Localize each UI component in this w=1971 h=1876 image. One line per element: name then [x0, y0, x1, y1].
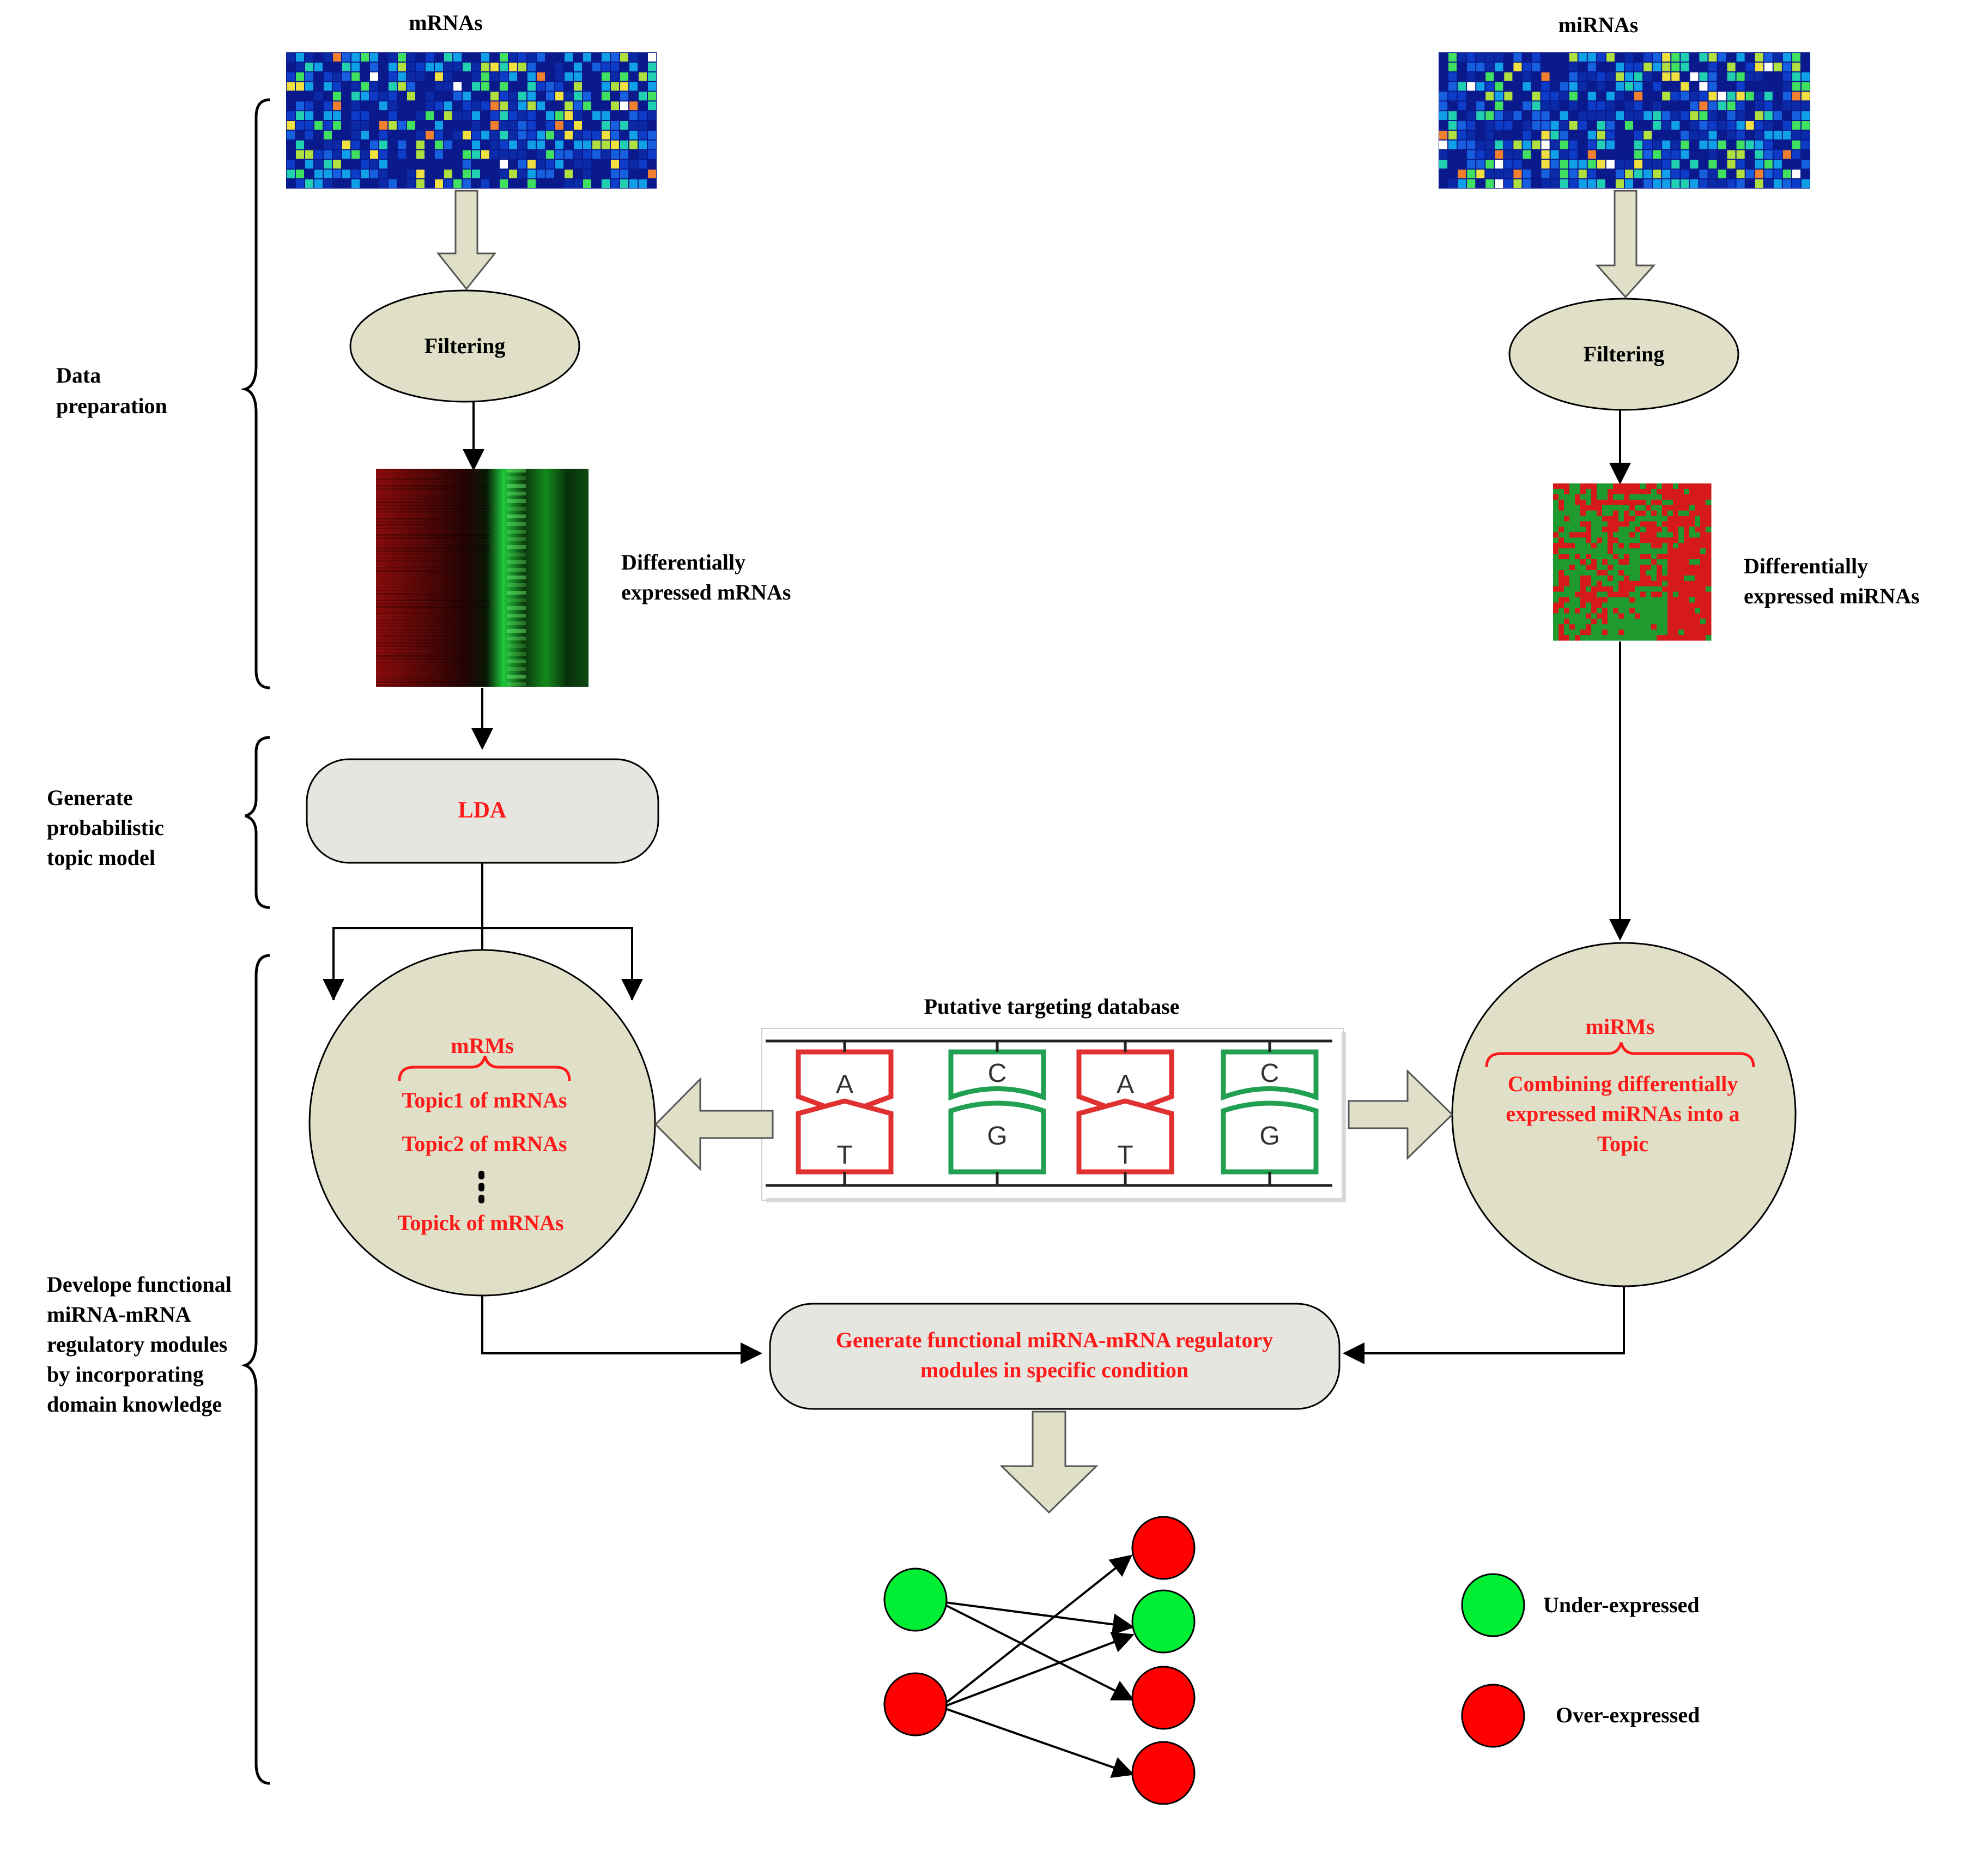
mrna-microarray-image: [286, 52, 657, 189]
mrms-topick: Topick of mRNAs: [397, 1211, 563, 1235]
topic-model-label-2: probabilistic: [47, 815, 164, 840]
mrms-circle: [308, 949, 656, 1297]
legend-over-swatch: [1461, 1684, 1525, 1748]
mrna-to-filter-arrow: [436, 190, 497, 291]
develop-modules-label-5: domain knowledge: [47, 1392, 222, 1417]
mirms-brace: [1485, 1042, 1755, 1068]
dna-base-top-letter: C: [1260, 1059, 1279, 1088]
network-mrna-over-node-3: [1131, 1741, 1196, 1805]
data-preparation-label-1: Data: [56, 363, 101, 388]
develop-modules-phase: Develope functional miRNA-mRNA regulator…: [47, 954, 270, 1785]
legend-under-swatch: [1461, 1573, 1525, 1637]
mrms-topic2: Topic2 of mRNAs: [402, 1131, 567, 1156]
dna-base-bottom-letter: G: [987, 1122, 1007, 1151]
generate-modules-text-1: Generate functional miRNA-mRNA regulator…: [836, 1328, 1273, 1352]
develop-modules-label-2: miRNA-mRNA: [47, 1302, 191, 1327]
filtering-right-label: Filtering: [1584, 342, 1665, 366]
filtering-left-ellipse: [349, 289, 580, 403]
legend-over-label: Over-expressed: [1556, 1703, 1700, 1727]
topic-model-phase: Generate probabilistic topic model: [47, 736, 270, 909]
mirms-text-2: expressed miRNAs into a: [1506, 1102, 1739, 1126]
dna-base-pair: AT: [1076, 1041, 1174, 1185]
filtering-right-ellipse: [1508, 298, 1739, 411]
database-to-mirms-arrow: [1348, 1069, 1454, 1160]
develop-modules-label-3: regulatory modules: [47, 1332, 227, 1357]
dna-base-bottom-letter: T: [1117, 1141, 1133, 1170]
de-mirna-heatmap: [1553, 483, 1712, 641]
dna-base-pair: CG: [1221, 1041, 1319, 1185]
topic-model-label-1: Generate: [47, 785, 133, 810]
develop-modules-label-1: Develope functional: [47, 1272, 232, 1297]
develop-modules-label-4: by incorporating: [47, 1362, 204, 1387]
de-mrna-label-2: expressed mRNAs: [621, 580, 791, 604]
mirms-text-3: Topic: [1597, 1131, 1648, 1156]
mrms-brace: [398, 1056, 571, 1081]
dna-base-top-letter: C: [988, 1059, 1007, 1088]
develop-modules-brace: [241, 954, 270, 1785]
legend: Under-expressed Over-expressed: [1461, 1573, 1700, 1748]
mrms-topic1: Topic1 of mRNAs: [402, 1088, 567, 1112]
topic-model-brace: [245, 736, 270, 909]
network-mirna-over-node: [883, 1672, 948, 1736]
network-mrna-over-node-2: [1131, 1666, 1196, 1730]
mrms-title: mRMs: [451, 1033, 514, 1058]
generate-to-network-arrow: [999, 1411, 1099, 1514]
mirms-title: miRMs: [1586, 1014, 1655, 1039]
regulatory-network: [883, 1516, 1196, 1805]
generate-modules-box: [769, 1303, 1341, 1410]
network-edges: [944, 1554, 1135, 1778]
mirms-text-1: Combining differentially: [1508, 1072, 1738, 1096]
database-title: Putative targeting database: [924, 994, 1180, 1019]
network-mrna-over-node-1: [1131, 1516, 1196, 1580]
de-mirna-label-2: expressed miRNAs: [1744, 584, 1920, 608]
data-preparation-phase: Data preparation: [56, 98, 270, 689]
topic-model-label-3: topic model: [47, 845, 155, 870]
filtering-left-label: Filtering: [424, 334, 506, 358]
data-preparation-label-2: preparation: [56, 394, 167, 418]
dna-base-top-letter: A: [836, 1070, 853, 1099]
generate-modules-text-2: modules in specific condition: [920, 1358, 1188, 1382]
dna-base-pair: AT: [796, 1041, 894, 1185]
network-mrna-under-node: [1131, 1589, 1196, 1654]
dna-base-bottom-letter: T: [836, 1141, 852, 1170]
database-to-mrms-arrow: [654, 1077, 774, 1171]
network-mirna-under-node: [883, 1568, 948, 1632]
mrna-title: mRNAs: [409, 10, 483, 35]
de-mirna-label-1: Differentially: [1744, 554, 1868, 578]
legend-under-label: Under-expressed: [1543, 1593, 1700, 1617]
mirna-to-filter-arrow: [1595, 190, 1656, 299]
de-mrna-label-1: Differentially: [621, 550, 745, 574]
dna-base-pair: CG: [948, 1041, 1046, 1185]
circles-to-generate-connectors: [481, 1286, 1625, 1364]
dna-base-top-letter: A: [1117, 1070, 1134, 1099]
dna-base-bottom-letter: G: [1259, 1122, 1279, 1151]
de-mrna-heatmap: [376, 469, 589, 687]
mirna-title: miRNAs: [1558, 13, 1639, 37]
mirna-microarray-image: [1439, 52, 1810, 189]
mrms-ellipsis-dots: [478, 1171, 484, 1203]
lda-label: LDA: [458, 798, 507, 823]
data-preparation-brace: [240, 98, 270, 689]
